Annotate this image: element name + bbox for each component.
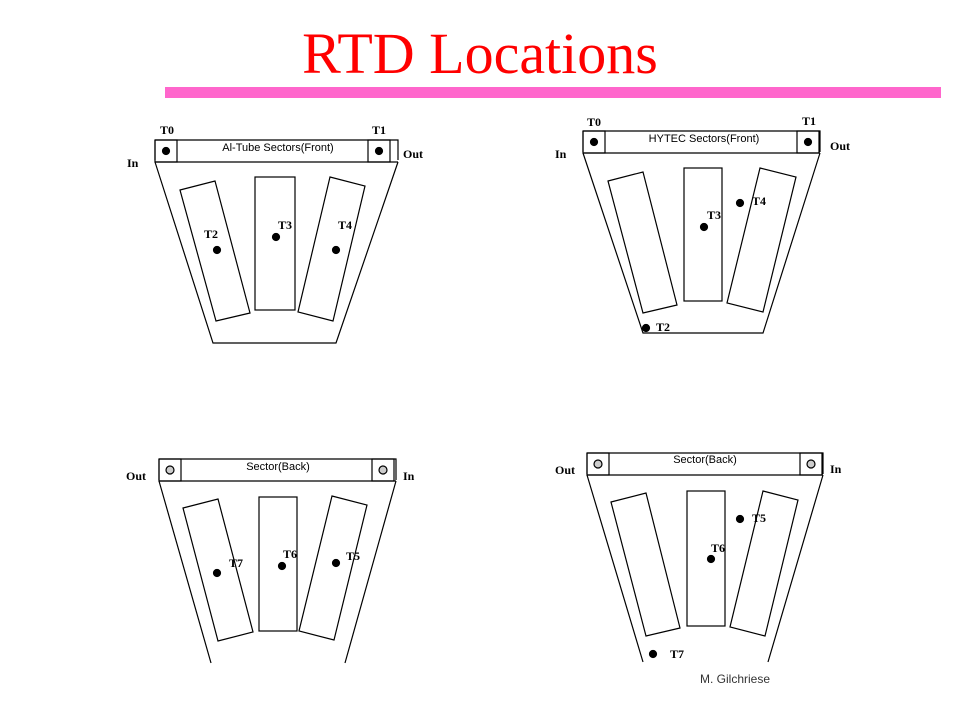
sensor-box-t0 bbox=[154, 139, 178, 163]
sensor-dot-t0 bbox=[161, 146, 171, 156]
sector-right bbox=[729, 490, 799, 637]
sensor-label-t6: T6 bbox=[711, 541, 725, 555]
trapezoid-frame bbox=[158, 480, 397, 664]
port-label-out: Out bbox=[555, 463, 575, 477]
diagram-caption: Sector(Back) bbox=[246, 461, 310, 473]
sensor-box-right bbox=[799, 452, 823, 476]
trapezoid-frame bbox=[582, 152, 821, 334]
sensor-label-t0: T0 bbox=[160, 123, 174, 137]
sensor-label-t1: T1 bbox=[802, 114, 816, 128]
port-label-out: Out bbox=[830, 139, 850, 153]
sensor-label-t6: T6 bbox=[283, 547, 297, 561]
sensor-marker-left bbox=[593, 459, 603, 469]
diagram-caption: HYTEC Sectors(Front) bbox=[649, 133, 760, 145]
sensor-label-t1: T1 bbox=[372, 123, 386, 137]
sensor-dot-t4 bbox=[735, 198, 745, 208]
sensor-dot-t3 bbox=[271, 232, 281, 242]
trapezoid-frame bbox=[586, 474, 824, 663]
sensor-box-right bbox=[371, 458, 395, 482]
sector-left bbox=[610, 492, 681, 637]
sector-right bbox=[298, 495, 368, 641]
sector-left bbox=[179, 180, 251, 322]
port-label-out: Out bbox=[403, 147, 423, 161]
diagram-sector-back-left bbox=[158, 458, 397, 664]
sensor-dot-t5 bbox=[331, 558, 341, 568]
sector-left bbox=[607, 171, 678, 314]
sensor-dot-t6 bbox=[706, 554, 716, 564]
sensor-dot-t0 bbox=[589, 137, 599, 147]
diagram-hytec-front bbox=[582, 130, 821, 334]
sensor-label-t2: T2 bbox=[204, 227, 218, 241]
sensor-marker-left bbox=[165, 465, 175, 475]
diagram-caption: Al-Tube Sectors(Front) bbox=[222, 142, 333, 154]
port-label-in: In bbox=[403, 469, 415, 483]
sensor-box-t1 bbox=[796, 130, 820, 154]
sector-right bbox=[726, 167, 797, 313]
sensor-dot-t5 bbox=[735, 514, 745, 524]
sensor-box-left bbox=[158, 458, 182, 482]
sensor-label-t2: T2 bbox=[656, 320, 670, 334]
sensor-dot-t7 bbox=[212, 568, 222, 578]
sensor-label-t3: T3 bbox=[707, 208, 721, 222]
sensor-dot-t2 bbox=[641, 323, 651, 333]
sensor-box-t0 bbox=[582, 130, 606, 154]
author-footer: M. Gilchriese bbox=[700, 672, 771, 686]
sensor-box-t1 bbox=[367, 139, 391, 163]
sensor-dot-t4 bbox=[331, 245, 341, 255]
sector-center bbox=[258, 496, 298, 632]
port-label-out: Out bbox=[126, 469, 146, 483]
diagram-sector-back-right bbox=[586, 452, 824, 663]
sensor-box-left bbox=[586, 452, 610, 476]
sensor-label-t7: T7 bbox=[229, 556, 243, 570]
sensor-dot-t2 bbox=[212, 245, 222, 255]
port-label-in: In bbox=[830, 462, 842, 476]
sensor-dot-t6 bbox=[277, 561, 287, 571]
sensor-label-t5: T5 bbox=[752, 511, 766, 525]
sensor-label-t4: T4 bbox=[752, 194, 766, 208]
sensor-label-t4: T4 bbox=[338, 218, 352, 232]
sensor-marker-right bbox=[806, 459, 816, 469]
sensor-dot-t1 bbox=[803, 137, 813, 147]
sector-left bbox=[182, 498, 254, 642]
sensor-label-t5: T5 bbox=[346, 549, 360, 563]
frame-outline bbox=[155, 139, 399, 160]
trapezoid-frame bbox=[154, 161, 399, 344]
sector-center bbox=[683, 167, 723, 302]
diagram-al-tube-front bbox=[154, 139, 399, 344]
title-underline-bar bbox=[165, 87, 941, 98]
sector-right bbox=[297, 176, 366, 322]
sector-center bbox=[254, 176, 296, 311]
sensor-label-t0: T0 bbox=[587, 115, 601, 129]
sensor-label-t7: T7 bbox=[670, 647, 684, 661]
sector-center bbox=[686, 490, 726, 627]
sensor-dot-t7 bbox=[648, 649, 658, 659]
port-label-in: In bbox=[555, 147, 567, 161]
diagram-caption: Sector(Back) bbox=[673, 454, 737, 466]
sensor-marker-right bbox=[378, 465, 388, 475]
sensor-dot-t3 bbox=[699, 222, 709, 232]
sensor-dot-t1 bbox=[374, 146, 384, 156]
sensor-label-t3: T3 bbox=[278, 218, 292, 232]
port-label-in: In bbox=[127, 156, 139, 170]
slide-title: RTD Locations bbox=[302, 21, 658, 86]
